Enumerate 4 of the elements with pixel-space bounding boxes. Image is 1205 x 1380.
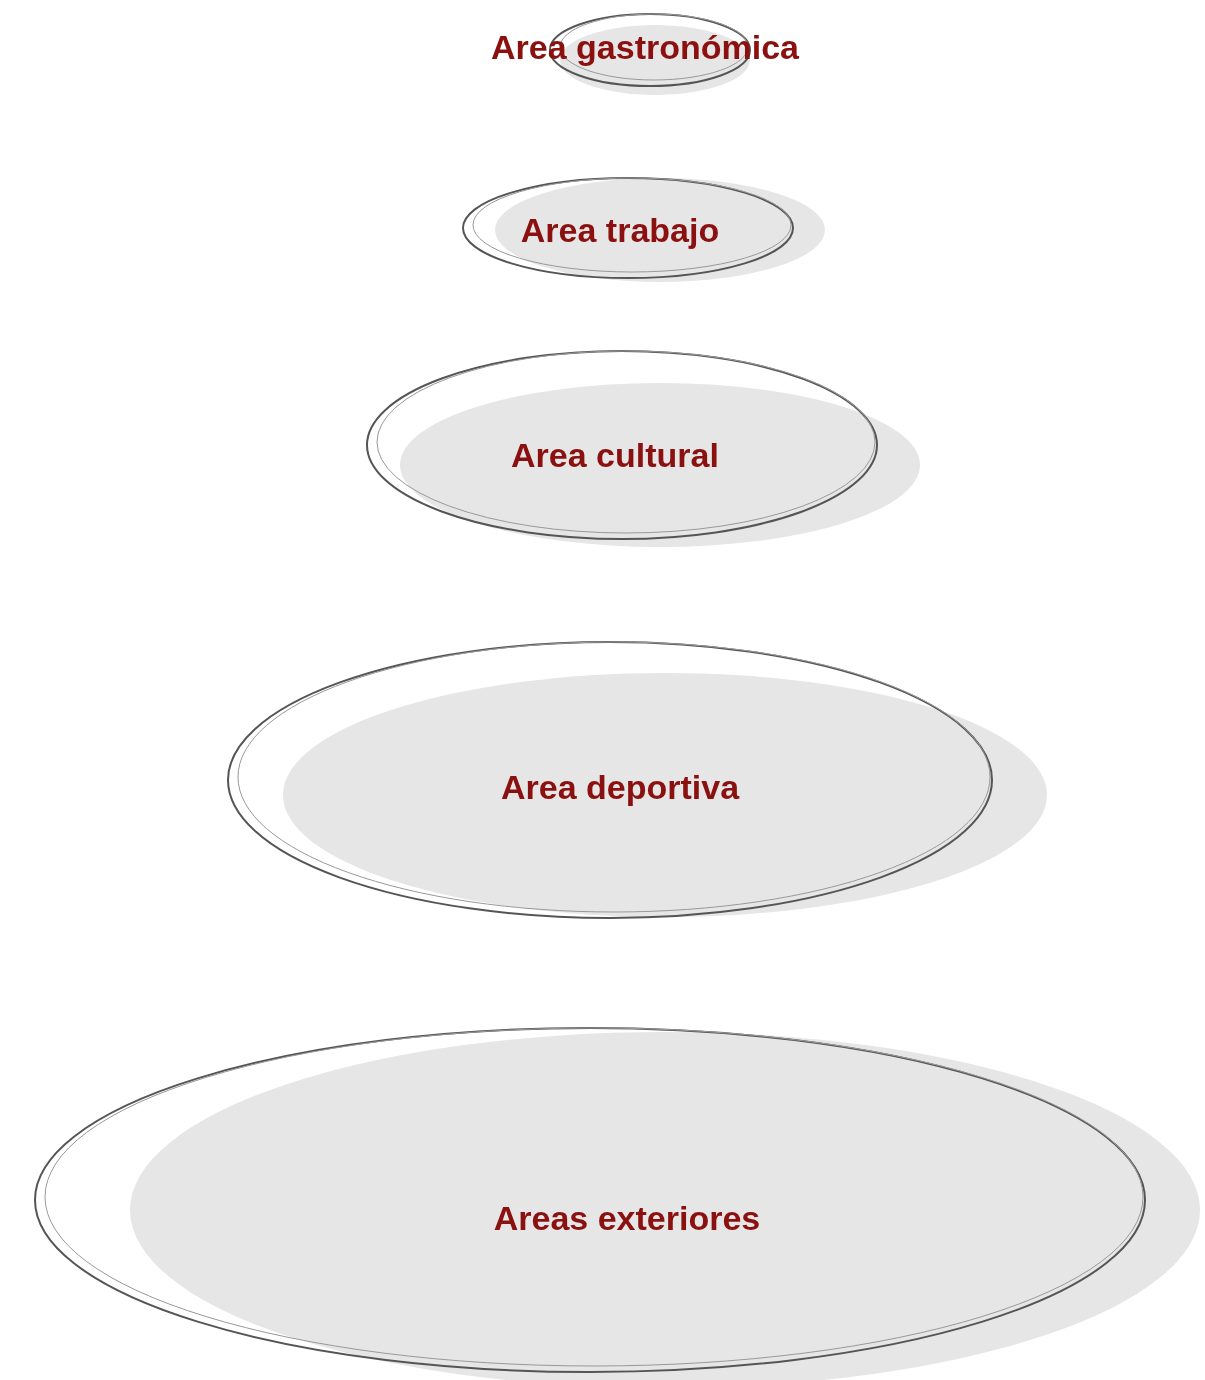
zone-label: Area deportiva	[500, 770, 740, 804]
zone-label: Area trabajo	[520, 213, 720, 247]
zone-label: Area cultural	[511, 438, 719, 472]
zone-label: Areas exteriores	[493, 1201, 761, 1235]
